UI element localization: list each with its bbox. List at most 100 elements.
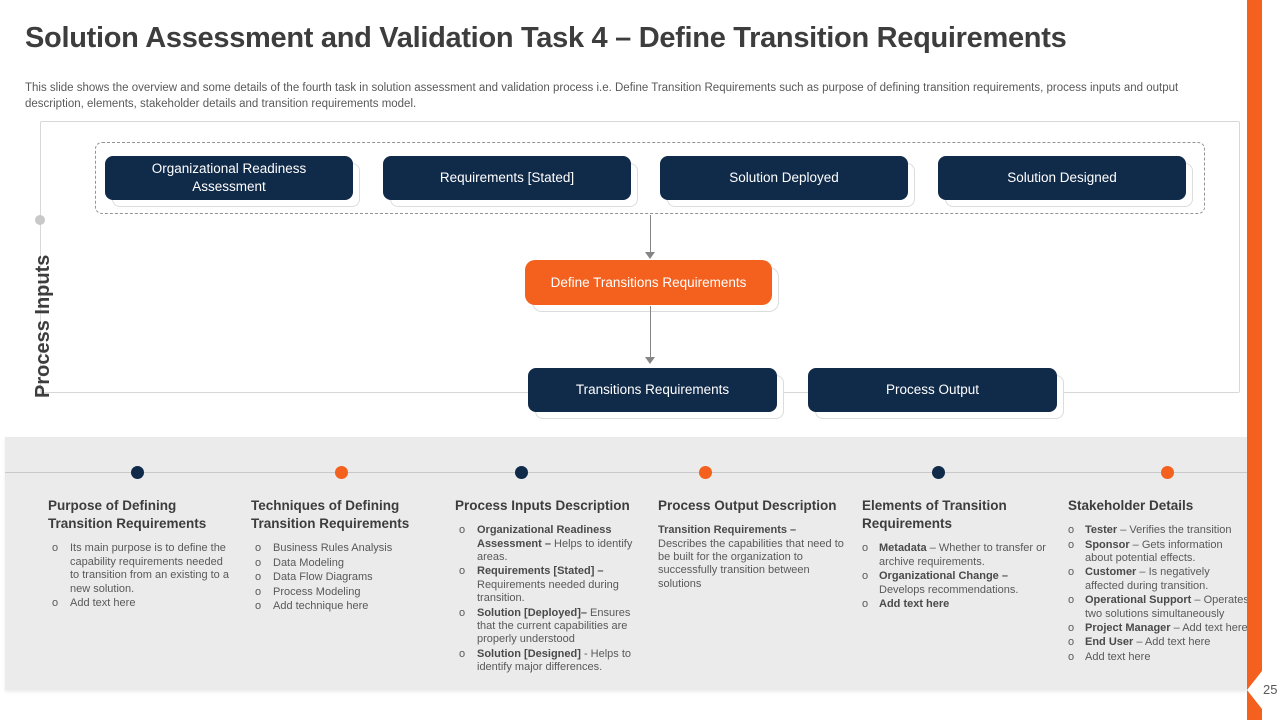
bullet-text: Organizational Readiness Assessment – He… (477, 524, 633, 564)
bullet-text: Requirements [Stated] – Requirements nee… (477, 565, 619, 605)
bullet-item: o Add text here (1068, 651, 1250, 664)
column-title: Process Output Description (658, 498, 837, 513)
bullet-marker: o (255, 585, 262, 598)
bullet-text: Transition Requirements – Describes the … (658, 524, 844, 590)
bullet-text: Business Rules Analysis (273, 542, 393, 555)
bullet-marker: o (255, 556, 262, 569)
column-title: Purpose of Defining Transition Requireme… (48, 498, 207, 532)
bullet-text: Customer – Is negatively affected during… (1085, 566, 1210, 592)
frame-dot (35, 215, 45, 225)
bullet-item: o Business Rules Analysis (251, 542, 437, 555)
output-box-process-output: Process Output (808, 368, 1057, 412)
bullet-marker: o (1068, 524, 1075, 537)
column-title: Stakeholder Details (1068, 498, 1194, 513)
bullet-item: o Requirements [Stated] – Requirements ne… (455, 565, 641, 605)
bullet-marker: o (459, 606, 466, 619)
bullet-item: o Solution [Designed] - Helps to identify… (455, 648, 641, 675)
define-transitions-requirements-box: Define Transitions Requirements (525, 260, 772, 305)
column-title: Process Inputs Description (455, 498, 630, 513)
bullet-item: o Sponsor – Gets information about potent… (1068, 539, 1250, 566)
bullet-item: oTransition Requirements – Describes the… (658, 524, 844, 591)
bullet-text: Metadata – Whether to transfer or archiv… (879, 542, 1046, 568)
arrow-down-1 (650, 215, 651, 253)
column-list: o Organizational Readiness Assessment – H… (455, 524, 641, 674)
output-box-transitions-requirements: Transitions Requirements (528, 368, 777, 412)
input-box-organizational-readiness: Organizational Readiness Assessment (105, 156, 353, 200)
bullet-marker: o (459, 565, 466, 578)
bullet-text: Data Flow Diagrams (273, 571, 373, 584)
panel-column: Process Inputs Description o Organizationa… (455, 497, 641, 675)
bullet-text: Add text here (1085, 650, 1151, 663)
bullet-text: Add text here (70, 597, 136, 610)
bullet-text: Add text here (879, 598, 950, 611)
bullet-item: o Process Modeling (251, 586, 437, 599)
bullet-text: Solution [Designed] - Helps to identify … (477, 647, 632, 674)
bullet-text: Process Modeling (273, 585, 361, 598)
bullet-marker: o (255, 571, 262, 584)
page-title: Solution Assessment and Validation Task … (25, 22, 1067, 54)
panel-column: Elements of Transition Requirements o Meta… (862, 497, 1048, 611)
input-box-requirements-stated: Requirements [Stated] (383, 156, 631, 200)
process-inputs-label: Process Inputs (32, 254, 54, 398)
bullet-text: Data Modeling (273, 556, 344, 569)
bullet-item: o Tester – Verifies the transition (1068, 524, 1250, 537)
bullet-text: Solution [Deployed]– Ensures that the cu… (477, 606, 631, 646)
slide-description: This slide shows the overview and some d… (25, 82, 1179, 110)
bullet-marker: o (52, 597, 59, 610)
timeline-dot (699, 466, 712, 479)
bullet-item: o Add text here (862, 598, 1048, 611)
bullet-item: o Data Flow Diagrams (251, 571, 437, 584)
bullet-marker: o (459, 647, 466, 660)
input-box-solution-deployed: Solution Deployed (660, 156, 908, 200)
timeline-dot (1161, 466, 1174, 479)
bullet-item: o End User – Add text here (1068, 636, 1250, 649)
timeline-dot (131, 466, 144, 479)
bullet-text: Sponsor – Gets information about potenti… (1085, 538, 1223, 565)
bullet-item: o Organizational Change – Develops recomm… (862, 570, 1048, 597)
details-panel: Purpose of Defining Transition Requireme… (5, 437, 1250, 690)
page-chevron-icon (1247, 671, 1262, 709)
bullet-item: o Metadata – Whether to transfer or archi… (862, 542, 1048, 569)
panel-column: Purpose of Defining Transition Requireme… (48, 497, 234, 610)
accent-stripe (1247, 0, 1262, 720)
bullet-marker: o (1068, 538, 1075, 551)
arrow-head-1-icon (645, 252, 655, 259)
bullet-marker: o (1068, 636, 1075, 649)
column-list: o Metadata – Whether to transfer or archi… (862, 542, 1048, 611)
panel-column: Techniques of Defining Transition Requir… (251, 497, 437, 613)
bullet-marker: o (862, 542, 869, 555)
bullet-marker: o (1068, 650, 1075, 663)
bullet-marker: o (1068, 566, 1075, 579)
bullet-marker: o (862, 570, 869, 583)
bullet-text: End User – Add text here (1085, 636, 1211, 649)
timeline-dot (335, 466, 348, 479)
column-list: o Its main purpose is to define the capab… (48, 542, 234, 610)
panel-column: Process Output Description oTransition Re… (658, 497, 844, 591)
bullet-marker: o (1068, 622, 1075, 635)
page-number: 25 (1263, 682, 1278, 697)
bullet-marker: o (255, 542, 262, 555)
panel-column: Stakeholder Details o Tester – Verifies th… (1068, 497, 1250, 664)
column-title: Techniques of Defining Transition Requir… (251, 498, 410, 532)
bullet-item: o Customer – Is negatively affected durin… (1068, 566, 1250, 593)
bullet-item: o Add text here (48, 597, 234, 610)
column-title: Elements of Transition Requirements (862, 498, 1007, 532)
process-inputs-group (95, 142, 1205, 214)
arrow-down-2 (650, 306, 651, 358)
column-list: oTransition Requirements – Describes the… (658, 524, 844, 591)
bullet-marker: o (862, 598, 869, 611)
bullet-text: Organizational Change – Develops recomme… (879, 570, 1019, 596)
timeline-dot (515, 466, 528, 479)
timeline (5, 472, 1247, 473)
bullet-item: o Solution [Deployed]– Ensures that the c… (455, 607, 641, 647)
bullet-marker: o (1068, 594, 1075, 607)
input-box-solution-designed: Solution Designed (938, 156, 1186, 200)
bullet-text: Tester – Verifies the transition (1085, 524, 1232, 537)
bullet-text: Its main purpose is to define the capabi… (70, 542, 229, 595)
